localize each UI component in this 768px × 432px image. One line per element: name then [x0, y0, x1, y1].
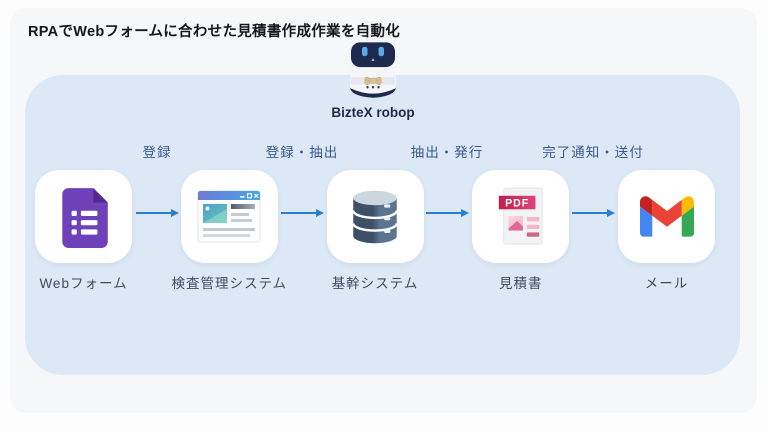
step-card — [326, 170, 424, 263]
flow-step-management-system: 検査管理システム — [171, 170, 286, 292]
flow-arrow-icon — [426, 209, 469, 217]
robot-mascot-icon — [345, 35, 401, 98]
flow-arrow-icon — [136, 209, 179, 217]
transition-label-3: 抽出・発行 — [410, 145, 484, 160]
svg-text:PDF: PDF — [505, 197, 529, 209]
database-icon — [352, 190, 398, 243]
step-label: 検査管理システム — [171, 276, 288, 291]
flow-step-quotation: PDF 見積書 — [472, 170, 570, 292]
flow-step-mail: メール — [618, 170, 715, 292]
step-label: 見積書 — [499, 276, 543, 291]
page-title: RPAでWebフォームに合わせた見積書作成作業を自動化 — [28, 24, 401, 40]
step-label: Webフォーム — [39, 276, 128, 291]
gmail-icon — [639, 196, 694, 237]
step-card — [35, 170, 132, 263]
step-label: 基幹システム — [331, 276, 419, 291]
mascot-label: BizteX robop — [331, 105, 415, 120]
step-card — [618, 170, 715, 263]
diagram-card: RPAでWebフォームに合わせた見積書作成作業を自動化 BizteX robop… — [10, 8, 757, 413]
flow-arrow-icon — [572, 209, 615, 217]
flow-step-core-system: 基幹システム — [326, 170, 424, 292]
flow-arrow-icon — [281, 209, 324, 217]
google-forms-icon — [61, 187, 108, 248]
pdf-document-icon: PDF — [498, 187, 543, 244]
transition-label-4: 完了通知・送付 — [542, 145, 644, 160]
browser-window-icon — [197, 190, 261, 243]
step-card: PDF — [472, 170, 570, 263]
transition-label-2: 登録・抽出 — [265, 145, 339, 160]
bone-badge-icon — [364, 76, 382, 85]
flow-step-webform: Webフォーム — [35, 170, 132, 292]
transition-label-1: 登録 — [142, 145, 172, 160]
step-card — [180, 170, 278, 263]
flow-panel: 登録 登録・抽出 抽出・発行 完了通知・送付 Webフォ — [25, 75, 740, 375]
step-label: メール — [644, 276, 689, 291]
flow-row: Webフォーム — [35, 170, 715, 292]
